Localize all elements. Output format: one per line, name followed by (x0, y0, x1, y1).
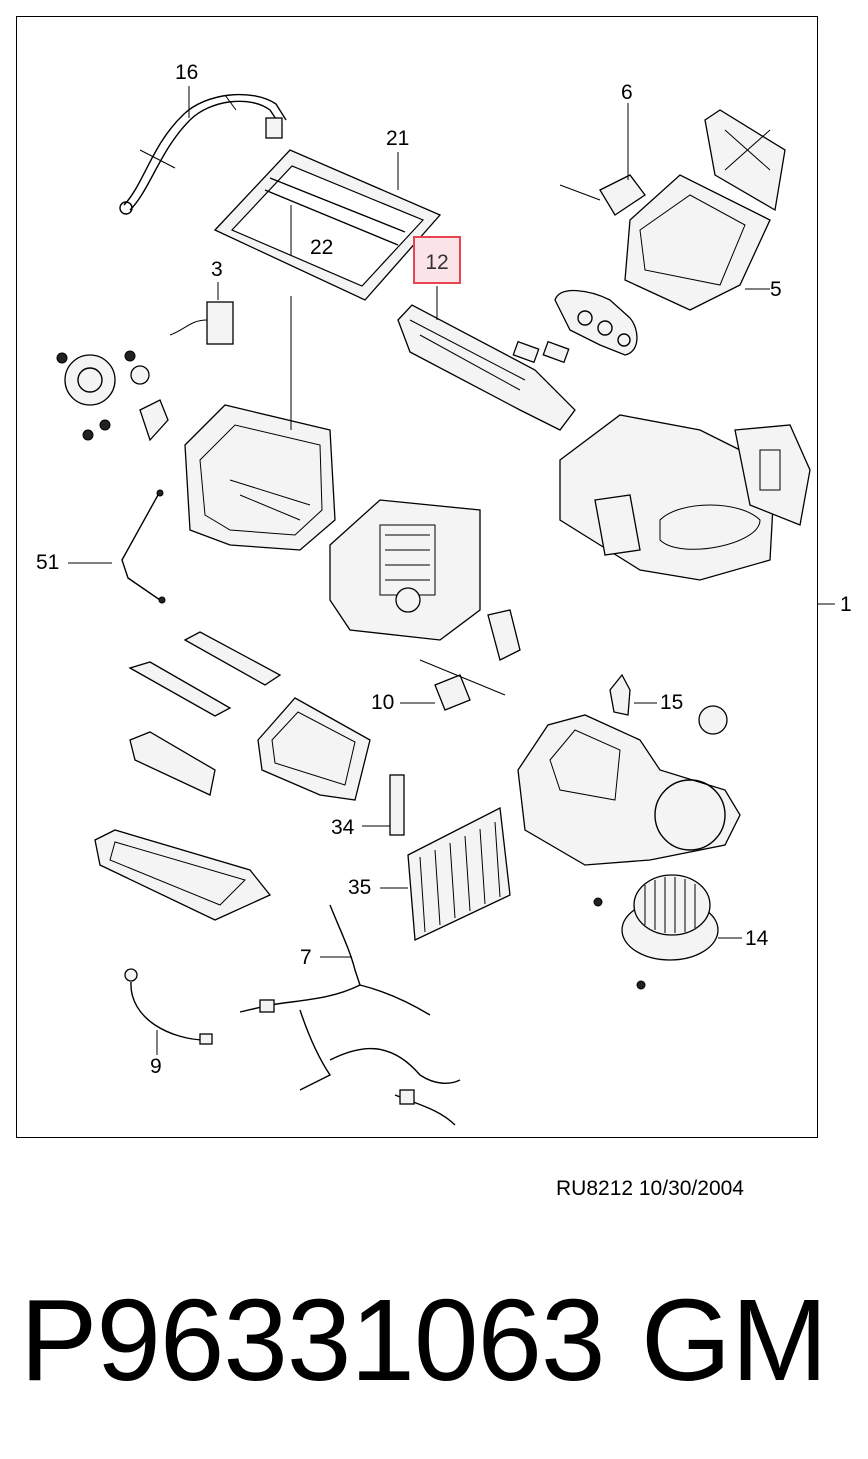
part-15-connector[interactable] (609, 673, 631, 716)
part-35-cabin-filter[interactable] (407, 806, 511, 941)
callout-12[interactable]: 12 (425, 251, 449, 274)
part-mode-actuator[interactable] (56, 350, 169, 442)
callout-3[interactable]: 3 (211, 258, 223, 281)
part-door-4[interactable] (129, 731, 216, 796)
part-center-module[interactable] (329, 499, 521, 661)
part-5-air-inlet[interactable] (624, 109, 786, 311)
part-6-actuator[interactable] (559, 174, 646, 216)
part-door-2[interactable] (128, 661, 232, 717)
callout-5[interactable]: 5 (770, 278, 782, 301)
part-bottom-tray[interactable] (94, 829, 272, 921)
part-3-sensor[interactable] (169, 282, 234, 345)
callout-9[interactable]: 9 (150, 1055, 162, 1078)
diagram-frame (16, 16, 818, 1138)
part-case-left[interactable] (184, 404, 336, 551)
part-16-hose[interactable] (119, 93, 287, 215)
brand-label: GM (641, 1275, 828, 1405)
part-gasket[interactable] (554, 289, 638, 356)
callout-6[interactable]: 6 (621, 81, 633, 104)
part-washer[interactable] (698, 705, 728, 735)
part-9-sensor-cable[interactable] (124, 968, 213, 1045)
highlighted-callout-box[interactable]: 12 (413, 236, 461, 284)
part-10-actuator[interactable] (419, 659, 506, 711)
part-door-3[interactable] (257, 697, 371, 801)
part-7-wiring-harness[interactable] (239, 904, 461, 1126)
part-51-rod[interactable] (121, 489, 166, 604)
callout-35[interactable]: 35 (348, 876, 372, 899)
callout-34[interactable]: 34 (331, 816, 355, 839)
callout-7[interactable]: 7 (300, 946, 312, 969)
callout-10[interactable]: 10 (371, 691, 395, 714)
callout-16[interactable]: 16 (175, 61, 199, 84)
part-21-frame[interactable] (213, 149, 442, 301)
part-14-blower-motor[interactable] (593, 874, 719, 990)
callout-14[interactable]: 14 (745, 927, 769, 950)
callout-22[interactable]: 22 (310, 236, 334, 259)
callout-15[interactable]: 15 (660, 691, 684, 714)
part-number: P96331063 (20, 1275, 605, 1405)
part-34-bracket[interactable] (389, 774, 405, 836)
part-blower-housing[interactable] (517, 714, 741, 866)
part-door-1[interactable] (183, 631, 282, 686)
callout-51[interactable]: 51 (36, 551, 60, 574)
drawing-reference: RU8212 10/30/2004 (556, 1177, 744, 1200)
callout-21[interactable]: 21 (386, 127, 410, 150)
callout-1[interactable]: 1 (840, 593, 852, 616)
part-1-case-right[interactable] (559, 414, 811, 581)
part-12-evaporator-core[interactable] (397, 304, 576, 431)
